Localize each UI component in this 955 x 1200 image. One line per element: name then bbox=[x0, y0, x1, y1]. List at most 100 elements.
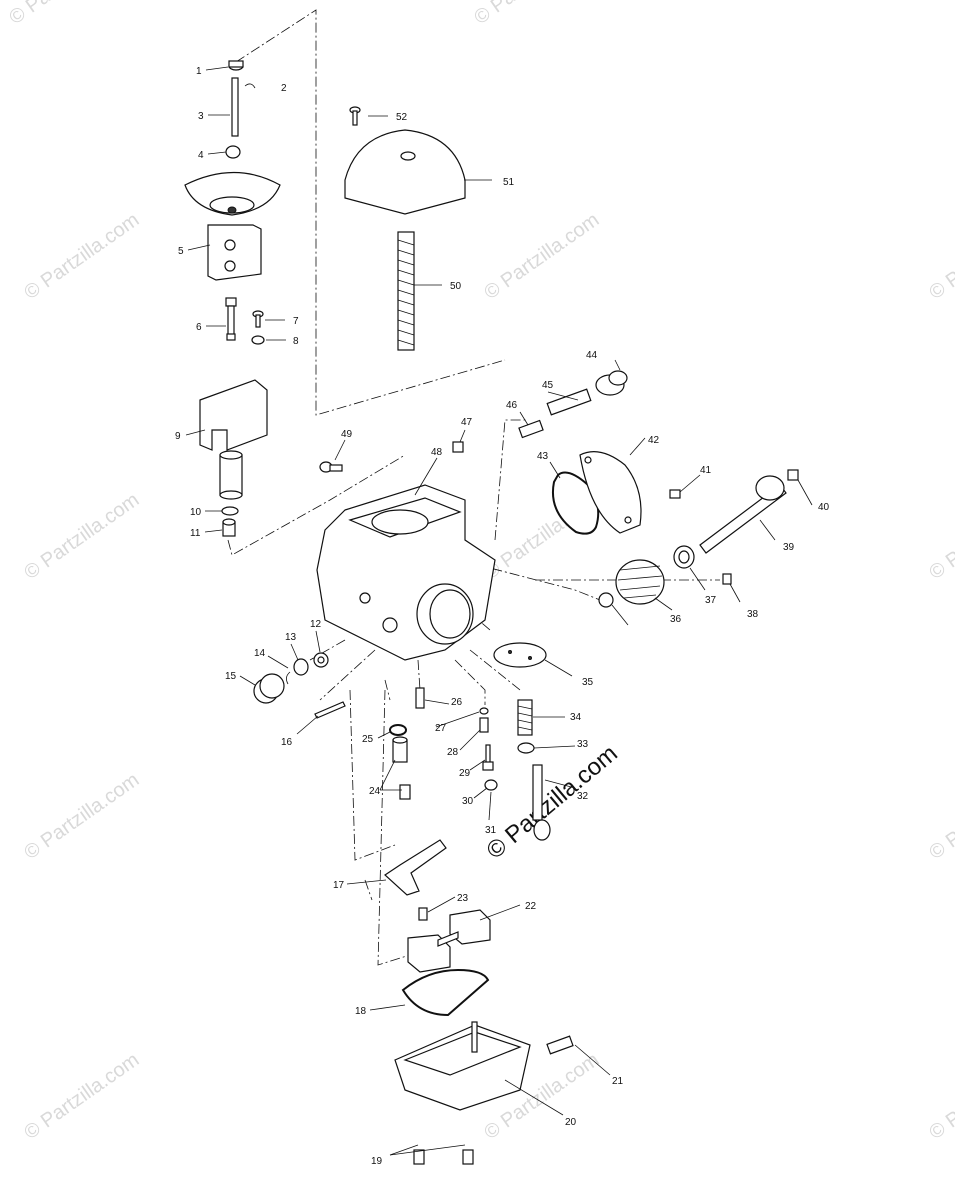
callout-28: 28 bbox=[447, 747, 459, 758]
watermark-main: © Partzilla.com bbox=[482, 740, 623, 865]
callout-7: 7 bbox=[293, 316, 299, 327]
callout-30: 30 bbox=[462, 796, 474, 807]
part-38-screw bbox=[722, 573, 732, 585]
callout-43: 43 bbox=[537, 451, 549, 462]
watermark: © Partzilla.com bbox=[925, 209, 955, 304]
callout-51: 51 bbox=[503, 177, 515, 188]
watermark: © Partzilla.com bbox=[20, 209, 143, 304]
callout-29: 29 bbox=[459, 768, 471, 779]
part-3-needle bbox=[231, 77, 239, 137]
part-27-o-ring bbox=[479, 707, 489, 715]
part-45-spring bbox=[546, 388, 592, 416]
part-19-screws bbox=[413, 1149, 474, 1165]
callout-19: 19 bbox=[371, 1156, 383, 1167]
part-39-shaft bbox=[699, 475, 787, 554]
callout-50: 50 bbox=[450, 281, 462, 292]
callout-36: 36 bbox=[670, 614, 682, 625]
callout-10: 10 bbox=[190, 507, 202, 518]
part-50-spring bbox=[397, 231, 415, 351]
callout-14: 14 bbox=[254, 648, 266, 659]
callout-2: 2 bbox=[281, 83, 287, 94]
watermark: © Partzilla.com bbox=[925, 489, 955, 584]
callout-23: 23 bbox=[457, 893, 469, 904]
callout-6: 6 bbox=[196, 322, 202, 333]
watermark: © Partzilla.com bbox=[470, 0, 593, 29]
callout-27: 27 bbox=[435, 723, 447, 734]
callout-3: 3 bbox=[198, 111, 204, 122]
callout-22: 22 bbox=[525, 901, 537, 912]
part-23-screw bbox=[418, 907, 428, 921]
callout-47: 47 bbox=[461, 417, 473, 428]
part-14-clip bbox=[286, 671, 291, 685]
callout-8: 8 bbox=[293, 336, 299, 347]
callout-21: 21 bbox=[612, 1076, 624, 1087]
carburetor-body bbox=[316, 484, 496, 661]
part-29-needle bbox=[482, 744, 494, 771]
callout-15: 15 bbox=[225, 671, 237, 682]
part-49-screw bbox=[319, 461, 343, 473]
callout-18: 18 bbox=[355, 1006, 367, 1017]
part-34-spring bbox=[517, 699, 533, 736]
callout-20: 20 bbox=[565, 1117, 577, 1128]
part-42-cover bbox=[579, 451, 642, 534]
part-52-screw bbox=[349, 106, 361, 126]
callout-35: 35 bbox=[582, 677, 594, 688]
watermark: © Partzilla.com bbox=[925, 769, 955, 864]
callout-11: 11 bbox=[190, 528, 201, 539]
part-8-washer bbox=[251, 335, 265, 345]
watermark: © Partzilla.com bbox=[480, 209, 603, 304]
part-1-cap bbox=[228, 60, 244, 71]
part-21-screw bbox=[546, 1035, 574, 1055]
part-15-cap bbox=[253, 673, 285, 704]
callout-13: 13 bbox=[285, 632, 297, 643]
callout-41: 41 bbox=[700, 465, 712, 476]
part-44-cap bbox=[595, 370, 628, 396]
watermark: © Partzilla.com bbox=[20, 1049, 143, 1144]
callout-45: 45 bbox=[542, 380, 554, 391]
leader-lines bbox=[185, 66, 813, 1156]
callout-1: 1 bbox=[196, 66, 202, 77]
part-18-gasket bbox=[401, 968, 490, 1017]
callout-37: 37 bbox=[705, 595, 717, 606]
part-9-throttle-slide bbox=[199, 379, 268, 500]
part-28-jet bbox=[479, 717, 489, 733]
part-6-screw bbox=[225, 297, 237, 341]
part-36-spring bbox=[615, 559, 665, 605]
part-46-plunger bbox=[518, 419, 544, 439]
callout-32: 32 bbox=[577, 791, 589, 802]
part-20-float-bowl bbox=[394, 1021, 531, 1111]
part-25-o-ring bbox=[389, 724, 407, 736]
part-51-top-cover bbox=[344, 129, 466, 215]
callout-39: 39 bbox=[783, 542, 795, 553]
callout-40: 40 bbox=[818, 502, 830, 513]
callout-42: 42 bbox=[648, 435, 660, 446]
part-37-seal bbox=[673, 545, 695, 569]
callout-labels: 1 2 3 4 5 6 7 8 9 10 11 12 13 14 15 16 1… bbox=[175, 66, 830, 1167]
part-32-drain-screw bbox=[532, 764, 551, 841]
callout-12: 12 bbox=[310, 619, 322, 630]
part-30-seat bbox=[484, 779, 498, 791]
callout-25: 25 bbox=[362, 734, 374, 745]
part-12-washer-left bbox=[313, 652, 329, 668]
callout-26: 26 bbox=[451, 697, 463, 708]
callout-44: 44 bbox=[586, 350, 598, 361]
callout-34: 34 bbox=[570, 712, 582, 723]
part-24-pilot-screw bbox=[392, 736, 411, 800]
part-5-diaphragm bbox=[184, 172, 281, 281]
part-17-bracket bbox=[384, 839, 447, 896]
part-10-washer bbox=[221, 506, 239, 516]
part-35-disc bbox=[493, 642, 547, 668]
part-33-washer bbox=[517, 742, 535, 754]
assembly-lines bbox=[227, 9, 720, 966]
part-13-washer bbox=[293, 658, 309, 676]
part-2-clip bbox=[244, 83, 256, 89]
callout-52: 52 bbox=[396, 112, 408, 123]
watermark: © Partzilla.com bbox=[20, 769, 143, 864]
watermark: © Partzilla.com bbox=[925, 1049, 955, 1144]
part-40-screw bbox=[787, 469, 799, 481]
callout-49: 49 bbox=[341, 429, 353, 440]
watermark: © Partzilla.com bbox=[20, 489, 143, 584]
callout-5: 5 bbox=[178, 246, 184, 257]
part-11-jet bbox=[222, 518, 236, 537]
